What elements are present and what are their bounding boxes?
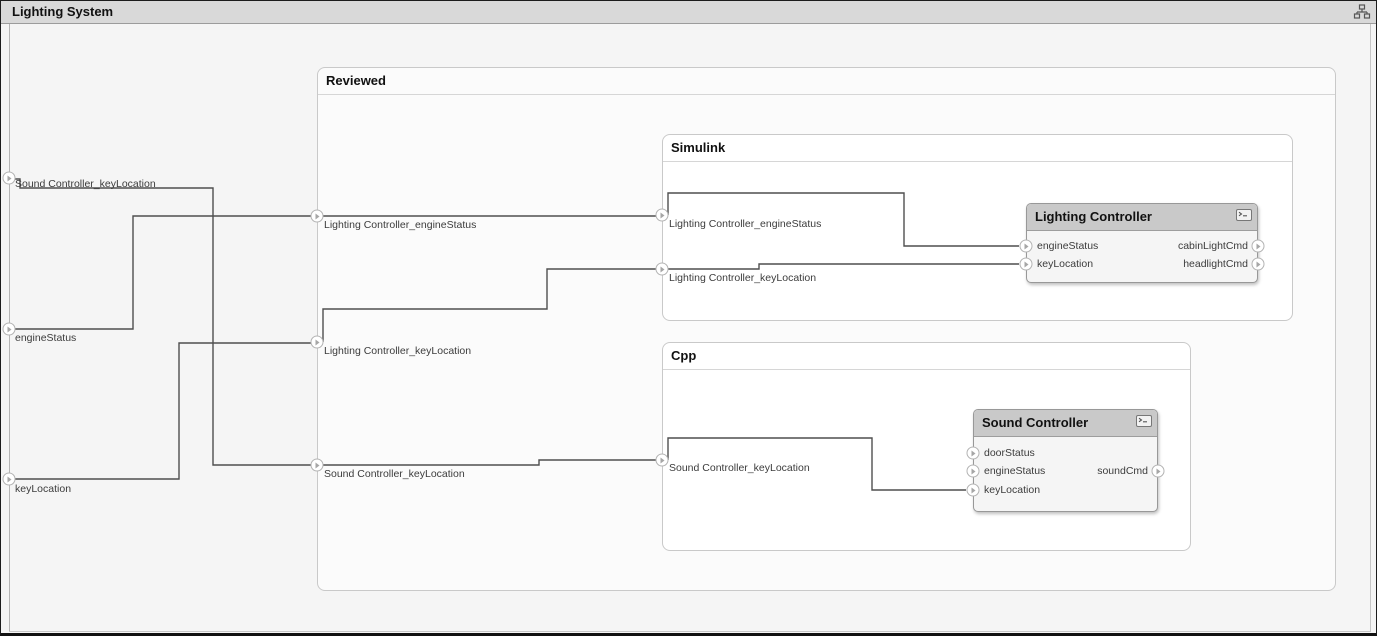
wire-sound-keylocation-reviewed[interactable] xyxy=(323,459,656,466)
wire-keylocation-outer[interactable] xyxy=(15,342,311,480)
port-arrow-icon xyxy=(660,212,665,218)
group-simulink-title: Simulink xyxy=(671,140,726,155)
wire-keylocation-reviewed[interactable] xyxy=(322,268,656,342)
port-arrow-icon xyxy=(971,468,976,474)
port-label: cabinLightCmd xyxy=(1177,240,1248,252)
port-arrow-icon xyxy=(315,213,320,219)
port-arrow-icon xyxy=(660,266,665,272)
input-port-enginestatus[interactable] xyxy=(966,464,980,478)
reviewed-port-sound-controller-keylocation[interactable] xyxy=(310,458,324,472)
port-arrow-icon xyxy=(1024,243,1029,249)
port-label: engineStatus xyxy=(1037,240,1099,252)
page-title: Lighting System xyxy=(12,4,114,19)
port-arrow-icon xyxy=(660,457,665,463)
output-port-cabinlightcmd[interactable] xyxy=(1251,239,1265,253)
input-port-keylocation[interactable] xyxy=(966,483,980,497)
input-port-keylocation[interactable] xyxy=(1019,257,1033,271)
boundary-port-keylocation[interactable] xyxy=(2,472,16,486)
lighting-controller-title: Lighting Controller xyxy=(1035,209,1152,224)
port-label: Sound Controller_keyLocation xyxy=(324,468,465,480)
reviewed-port-lighting-controller-keylocation[interactable] xyxy=(310,335,324,349)
port-label: Lighting Controller_keyLocation xyxy=(669,272,817,284)
simulink-port-lighting-controller-keylocation[interactable] xyxy=(655,262,669,276)
reviewed-port-lighting-controller-enginestatus[interactable] xyxy=(310,209,324,223)
wire-keylocation-simulink[interactable] xyxy=(668,263,1019,270)
port-arrow-icon xyxy=(7,326,12,332)
wire-enginestatus-outer[interactable] xyxy=(15,215,311,330)
component-title-bar[interactable]: Lighting System xyxy=(1,1,1376,24)
port-label: engineStatus xyxy=(15,332,77,344)
group-cpp-header[interactable]: Cpp xyxy=(663,343,1190,370)
port-arrow-icon xyxy=(7,175,12,181)
lighting-controller-header[interactable]: Lighting Controller xyxy=(1027,204,1257,231)
port-arrow-icon xyxy=(971,450,976,456)
port-label: keyLocation xyxy=(1037,258,1094,270)
simulink-port-lighting-controller-enginestatus[interactable] xyxy=(655,208,669,222)
group-reviewed-title: Reviewed xyxy=(326,73,386,88)
wire-enginestatus-simulink[interactable] xyxy=(667,192,1019,247)
wire-sound-keylocation-cpp[interactable] xyxy=(667,437,966,491)
port-label: keyLocation xyxy=(15,483,72,495)
cpp-port-sound-controller-keylocation[interactable] xyxy=(655,453,669,467)
canvas-right-edge xyxy=(1370,24,1371,632)
hierarchy-icon[interactable] xyxy=(1353,4,1371,20)
component-sound-controller[interactable]: Sound Controller xyxy=(973,409,1158,512)
port-label: Sound Controller_keyLocation xyxy=(15,178,156,190)
port-label: headlightCmd xyxy=(1183,258,1248,270)
port-label: Lighting Controller_engineStatus xyxy=(324,219,477,231)
model-reference-badge-icon[interactable] xyxy=(1136,415,1152,427)
port-arrow-icon xyxy=(315,339,320,345)
boundary-port-enginestatus[interactable] xyxy=(2,322,16,336)
boundary-port-sound-controller-keylocation[interactable] xyxy=(2,171,16,185)
group-cpp-title: Cpp xyxy=(671,348,697,363)
sound-controller-title: Sound Controller xyxy=(982,415,1089,430)
port-arrow-icon xyxy=(1256,243,1261,249)
group-simulink-header[interactable]: Simulink xyxy=(663,135,1292,162)
port-arrow-icon xyxy=(7,476,12,482)
port-label: doorStatus xyxy=(984,447,1035,459)
port-arrow-icon xyxy=(315,462,320,468)
port-label: keyLocation xyxy=(984,484,1041,496)
port-arrow-icon xyxy=(1024,261,1029,267)
canvas-left-edge xyxy=(9,1,10,632)
output-port-headlightcmd[interactable] xyxy=(1251,257,1265,271)
port-label: Lighting Controller_engineStatus xyxy=(669,218,822,230)
port-arrow-icon xyxy=(971,487,976,493)
component-lighting-controller[interactable]: Lighting Controller xyxy=(1026,203,1258,283)
port-arrow-icon xyxy=(1156,468,1161,474)
input-port-enginestatus[interactable] xyxy=(1019,239,1033,253)
port-label: soundCmd xyxy=(1097,465,1148,477)
model-reference-badge-icon[interactable] xyxy=(1236,209,1252,221)
input-port-doorstatus[interactable] xyxy=(966,446,980,460)
port-label: Lighting Controller_keyLocation xyxy=(324,345,472,357)
group-reviewed-header[interactable]: Reviewed xyxy=(318,68,1335,95)
wire-sound-keylocation-outer[interactable] xyxy=(15,178,311,466)
canvas-bottom-edge xyxy=(9,631,1371,632)
output-port-soundcmd[interactable] xyxy=(1151,464,1165,478)
port-label: engineStatus xyxy=(984,465,1046,477)
port-label: Sound Controller_keyLocation xyxy=(669,462,810,474)
port-arrow-icon xyxy=(1256,261,1261,267)
sound-controller-header[interactable]: Sound Controller xyxy=(974,410,1157,437)
